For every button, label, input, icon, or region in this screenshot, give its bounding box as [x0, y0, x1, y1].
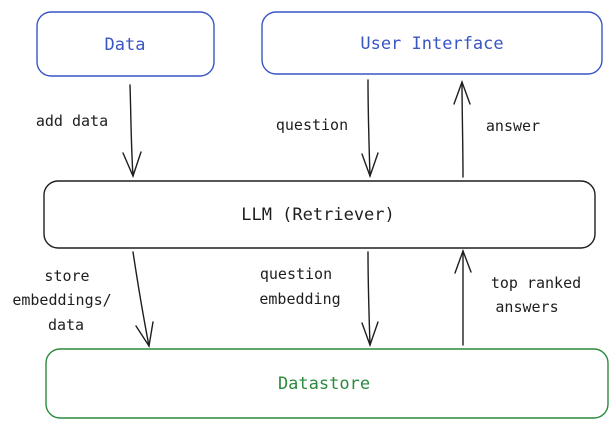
question-embedding-edge [361, 251, 379, 348]
datastore-node: Datastore [45, 348, 609, 419]
store-label-line-3: data [48, 316, 84, 334]
add-data-edge [122, 84, 142, 178]
store-label-line-2: embeddings/ [12, 291, 111, 309]
user-interface-label: User Interface [360, 34, 503, 54]
question-embedding-label-line-1: question [260, 265, 332, 283]
user-interface-node: User Interface [261, 11, 603, 75]
question-embedding-arrow-shaft [367, 251, 371, 346]
question-edge [361, 79, 379, 179]
add-data-label: add data [36, 112, 108, 130]
answer-label: answer [486, 117, 540, 135]
top-ranked-edge [454, 248, 472, 346]
question-label: question [276, 116, 348, 134]
top-ranked-arrowhead [454, 248, 472, 274]
question-embedding-arrowhead [361, 321, 379, 348]
store-arrowhead [135, 321, 154, 348]
store-edge [132, 251, 154, 348]
llm-box [43, 180, 596, 249]
store-arrow-shaft [132, 251, 150, 347]
top-ranked-label-line-2: answers [495, 298, 558, 316]
answer-edge [453, 79, 471, 178]
question-arrow-shaft [367, 79, 371, 177]
top-ranked-label-line-1: top ranked [491, 274, 581, 292]
data-label: Data [105, 35, 146, 55]
data-box [36, 11, 215, 77]
data-node: Data [36, 11, 215, 77]
llm-node: LLM (Retriever) [43, 180, 596, 249]
add-data-arrow-shaft [129, 84, 134, 177]
llm-label: LLM (Retriever) [241, 205, 395, 225]
question-arrowhead [361, 152, 379, 179]
add-data-arrowhead [122, 151, 142, 178]
answer-arrow-shaft [461, 81, 464, 178]
store-label-line-1: store [44, 267, 89, 285]
user-interface-box [261, 11, 603, 75]
question-embedding-label-line-2: embedding [259, 290, 340, 308]
answer-arrowhead [453, 79, 471, 105]
datastore-box [45, 348, 609, 419]
datastore-label: Datastore [278, 374, 370, 394]
